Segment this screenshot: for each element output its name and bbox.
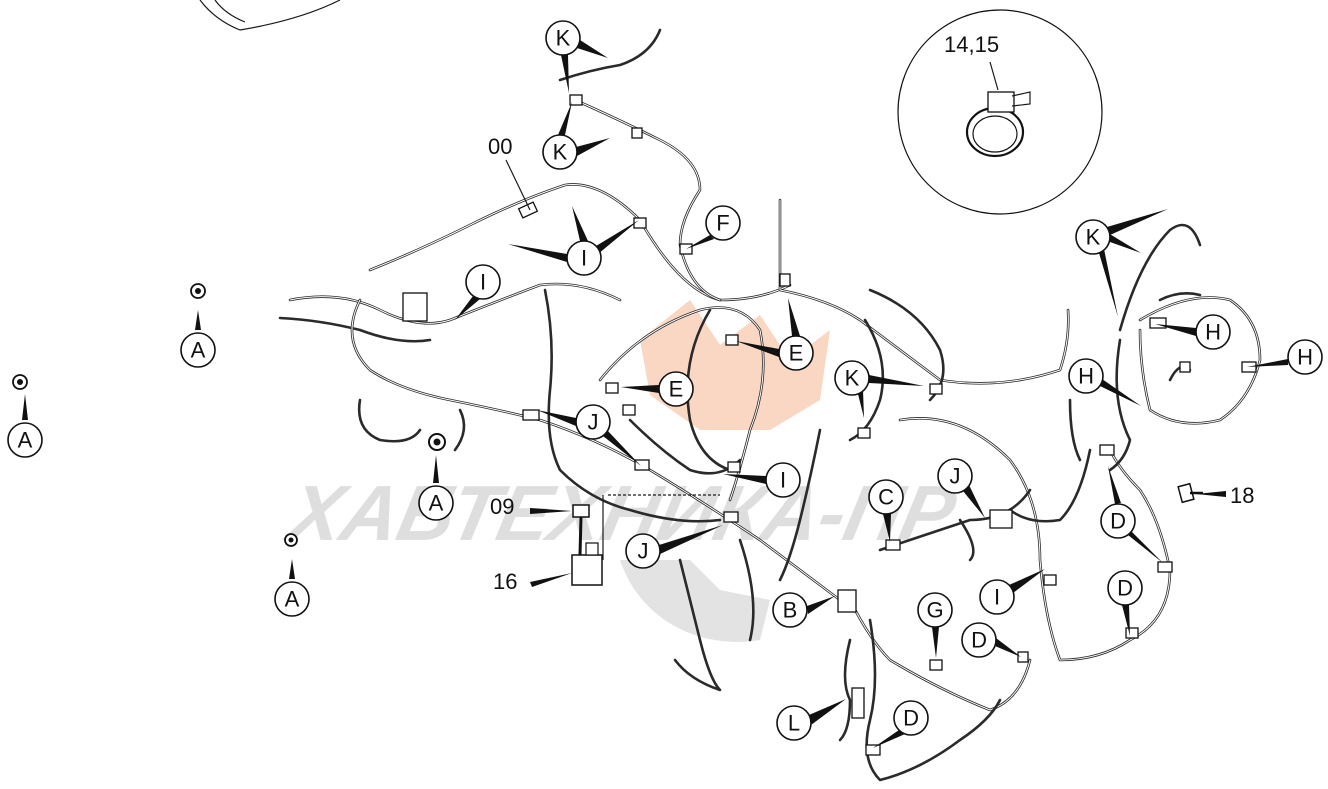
bolt-bracket: [571, 504, 603, 586]
callout-a: A: [274, 559, 310, 617]
callout-h: H: [1247, 339, 1323, 375]
svg-text:A: A: [191, 338, 206, 363]
callout-j: J: [537, 404, 641, 466]
svg-text:K: K: [1086, 225, 1101, 250]
callout-j: J: [937, 458, 985, 518]
svg-text:C: C: [878, 485, 894, 510]
svg-text:D: D: [1117, 576, 1133, 601]
callout-i: I: [723, 462, 801, 498]
wire-harness: [278, 28, 1262, 782]
svg-text:G: G: [926, 598, 943, 623]
clamp-detail-view: 14,15: [897, 9, 1103, 215]
watermark: ХАБТЕХНИКА-ПР: [278, 300, 964, 642]
svg-text:K: K: [553, 140, 568, 165]
callout-h: H: [1068, 358, 1141, 406]
svg-text:K: K: [556, 26, 571, 51]
callout-c: C: [868, 479, 904, 542]
callout-d: D: [1100, 466, 1163, 563]
svg-text:B: B: [783, 598, 798, 623]
svg-text:H: H: [1297, 345, 1313, 370]
svg-text:A: A: [18, 428, 33, 453]
seat-fragment: [199, 0, 341, 31]
svg-text:J: J: [950, 464, 961, 489]
callout-d: D: [873, 700, 929, 748]
svg-text:K: K: [845, 366, 860, 391]
svg-text:H: H: [1078, 364, 1094, 389]
svg-text:D: D: [971, 628, 987, 653]
callout-k: K: [542, 102, 610, 170]
callout-e: E: [736, 298, 814, 371]
callout-i: I: [508, 206, 639, 276]
svg-text:I: I: [994, 585, 1000, 610]
svg-text:I: I: [480, 270, 486, 295]
part-number-09: 09: [490, 494, 514, 519]
watermark-gear: [620, 560, 770, 642]
watermark-text: ХАБТЕХНИКА-ПР: [278, 470, 964, 557]
svg-text:J: J: [588, 410, 599, 435]
callout-k: K: [834, 360, 924, 418]
callout-k: K: [1075, 209, 1168, 317]
svg-text:D: D: [1110, 509, 1126, 534]
callout-g: G: [917, 592, 953, 658]
callout-j: J: [625, 525, 723, 569]
callout-d: D: [961, 622, 1021, 658]
svg-text:E: E: [789, 341, 804, 366]
clamp-detail-label: 14,15: [944, 32, 999, 57]
connectors: [402, 94, 1257, 756]
callout-k: K: [545, 20, 608, 93]
part-number-16: 16: [493, 569, 517, 594]
callout-l: L: [776, 699, 846, 741]
bolt-18-icon: [1177, 482, 1203, 504]
svg-text:J: J: [638, 539, 649, 564]
svg-text:F: F: [716, 211, 729, 236]
nuts: [12, 283, 446, 547]
callout-h: H: [1155, 314, 1231, 350]
part-number-00: 00: [488, 134, 512, 159]
callout-i: I: [979, 569, 1045, 615]
callout-i: I: [455, 264, 501, 320]
svg-text:I: I: [581, 246, 587, 271]
callout-d: D: [1107, 570, 1143, 636]
callout-e: E: [621, 371, 694, 407]
svg-text:L: L: [788, 711, 800, 736]
part-number-18: 18: [1230, 483, 1254, 508]
svg-text:H: H: [1205, 320, 1221, 345]
svg-text:E: E: [669, 377, 684, 402]
callout-a: A: [418, 455, 454, 521]
callout-b: B: [772, 592, 835, 628]
svg-text:I: I: [780, 468, 786, 493]
callout-a: A: [7, 394, 43, 458]
callout-a: A: [180, 310, 216, 368]
callouts: A A A A B C D D D D E E F G H H H I I I …: [7, 20, 1323, 748]
part-number-labels: 00 09 16 18: [488, 134, 1254, 594]
svg-text:D: D: [903, 706, 919, 731]
svg-text:A: A: [285, 587, 300, 612]
svg-text:A: A: [429, 491, 444, 516]
callout-f: F: [686, 205, 741, 249]
